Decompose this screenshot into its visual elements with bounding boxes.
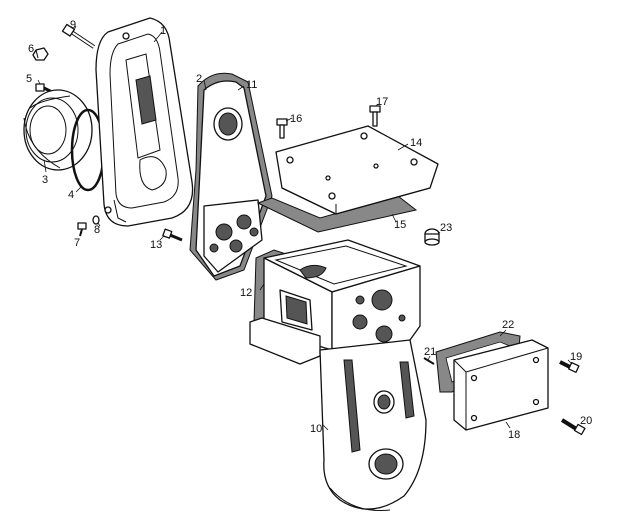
part-20-bolt: [560, 418, 586, 436]
part-11-inner-cover: [195, 80, 267, 277]
callout-11: 11: [246, 79, 257, 91]
part-21-pin: [423, 357, 435, 365]
callout-10: 10: [310, 423, 322, 435]
callout-1: 1: [160, 25, 166, 37]
part-16-bolt: [276, 118, 288, 139]
part-9-bolt: [61, 23, 96, 49]
callout-2: 2: [196, 73, 202, 85]
callout-6: 6: [28, 43, 34, 55]
callout-12: 12: [240, 287, 252, 299]
callout-15: 15: [394, 219, 406, 231]
callout-14: 14: [410, 137, 422, 149]
part-7-screw: [77, 222, 87, 237]
callout-3: 3: [42, 174, 48, 186]
part-14-top-cover: [275, 125, 439, 215]
part-17-bolt: [369, 105, 381, 127]
callout-8: 8: [94, 224, 100, 236]
callout-4: 4: [68, 189, 74, 201]
callout-5: 5: [26, 73, 32, 85]
callout-9: 9: [70, 19, 76, 31]
callout-21: 21: [424, 346, 436, 358]
callout-19: 19: [570, 351, 582, 363]
callout-18: 18: [508, 429, 520, 441]
callout-22: 22: [502, 319, 514, 331]
part-8-washer: [92, 215, 100, 225]
callout-13: 13: [150, 239, 162, 251]
part-23-plug: [424, 228, 440, 246]
part-6-nut: [32, 47, 49, 61]
part-10-main-housing: [249, 239, 427, 512]
callout-labels: 1 2 3 4 5 6 7 8 9 10 11 12 13 14 15 16 1…: [26, 19, 592, 441]
part-19-bolt: [559, 360, 580, 373]
part-13-bolt: [162, 228, 183, 242]
callout-17: 17: [376, 96, 388, 108]
callout-16: 16: [290, 113, 302, 125]
part-1-front-housing: [95, 17, 194, 227]
part-18-side-cover: [453, 339, 549, 431]
callout-7: 7: [74, 237, 80, 249]
callout-23: 23: [440, 222, 452, 234]
leader-lines: [37, 25, 581, 431]
part-3-bell-cover: [23, 89, 93, 171]
callout-20: 20: [580, 415, 592, 427]
